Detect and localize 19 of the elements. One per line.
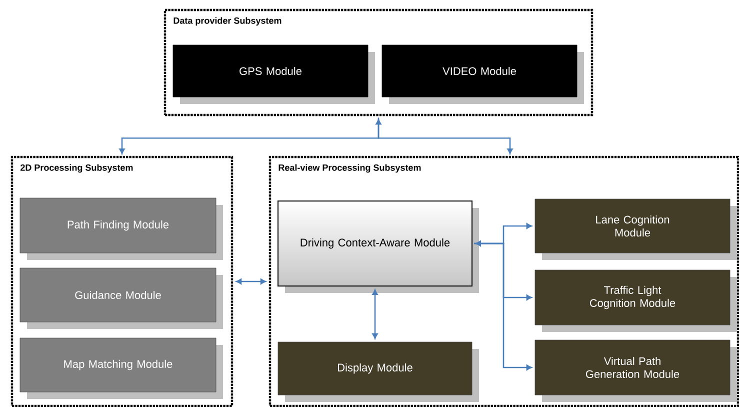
connector-arrow xyxy=(378,118,513,154)
module-box: VIDEO Module xyxy=(382,44,578,98)
connector-arrow xyxy=(372,289,378,339)
subsystem-heading: Real-view Processing Subsystem xyxy=(278,164,421,173)
connector-arrow xyxy=(119,119,382,154)
module-box: Virtual Path Generation Module xyxy=(534,340,730,396)
subsystem-heading: 2D Processing Subsystem xyxy=(20,164,133,173)
connector-arrow xyxy=(236,278,266,284)
module-box: Display Module xyxy=(278,342,472,396)
module-box: Map Matching Module xyxy=(20,338,216,392)
module-box: Path Finding Module xyxy=(20,198,216,254)
module-box: Traffic Light Cognition Module xyxy=(534,270,730,326)
connector-arrow xyxy=(475,223,532,246)
subsystem-heading: Data provider Subsystem xyxy=(174,17,282,26)
module-box: Lane Cognition Module xyxy=(534,198,730,254)
module-box: GPS Module xyxy=(172,44,368,98)
module-box: Guidance Module xyxy=(20,268,216,322)
connector-arrow xyxy=(474,242,532,370)
module-box: Driving Context-Aware Module xyxy=(278,200,472,286)
